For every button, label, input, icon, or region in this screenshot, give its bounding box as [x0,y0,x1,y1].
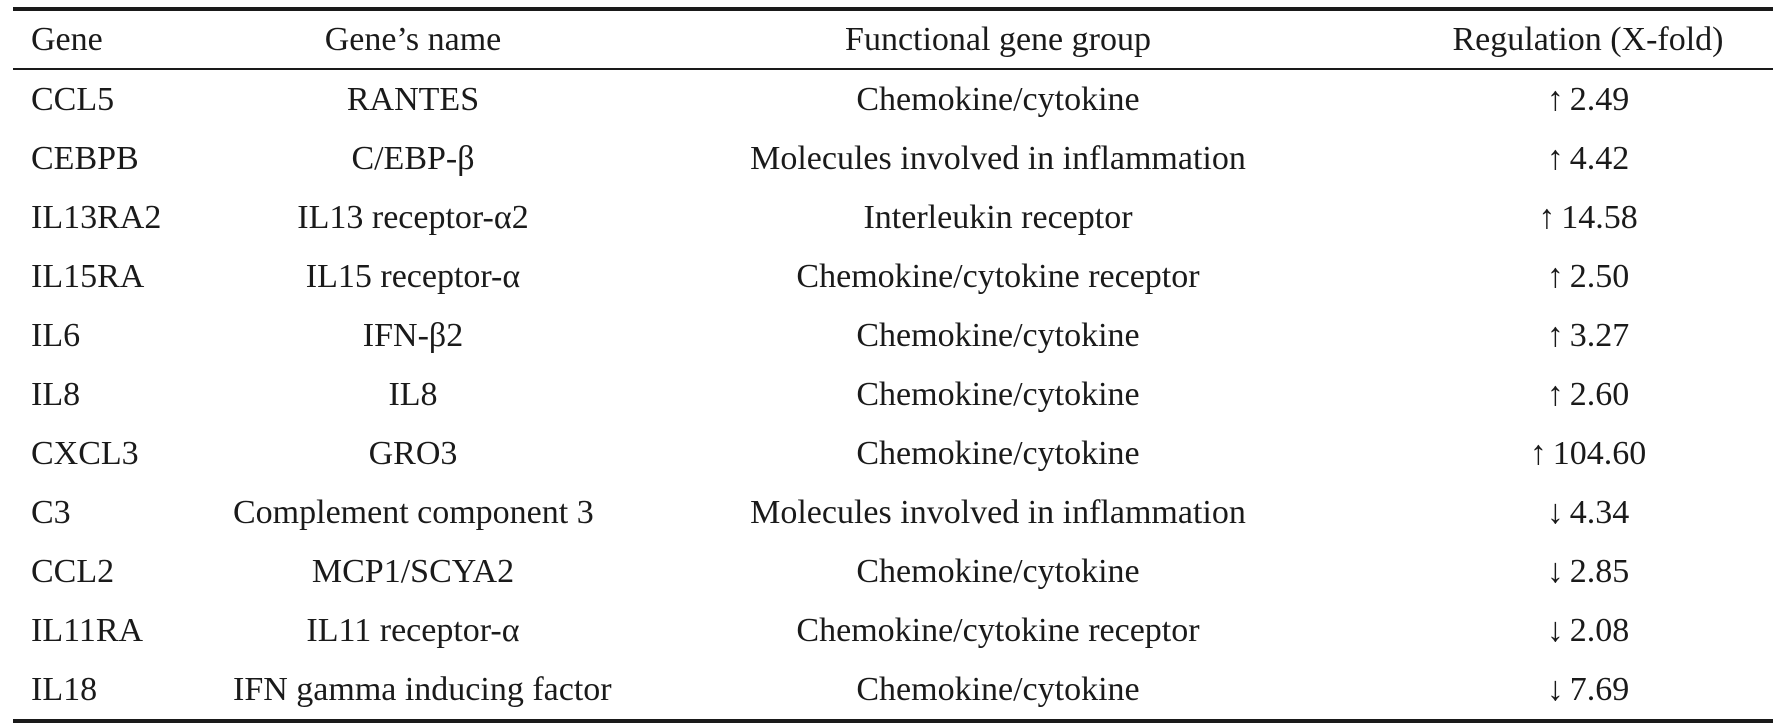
table-row-il6: IL6 IFN-β2 Chemokine/cytokine ↑3.27 [13,306,1773,365]
regulation-value: 104.60 [1552,435,1647,472]
regulation-cell: ↑2.60 [1403,365,1773,424]
regulation-arrow-icon: ↑ [1546,140,1564,177]
header-functional-group: Functional gene group [845,21,1151,58]
functional-group-cell: Chemokine/cytokine [856,376,1140,413]
regulation-arrow-icon: ↑ [1529,435,1547,472]
functional-group-cell: Chemokine/cytokine [856,81,1140,118]
regulation-cell: ↑14.58 [1403,188,1773,247]
gene-name-cell: IL8 [388,376,438,413]
gene-name-cell: IL15 receptor-α [305,258,521,295]
regulation-value: 3.27 [1569,317,1630,354]
table-row-il11ra: IL11RA IL11 receptor-α Chemokine/cytokin… [13,601,1773,660]
header-row: Gene Gene’s name Functional gene group R… [13,9,1773,69]
gene-name-cell: Complement component 3 [233,494,594,531]
gene-cell: IL11RA [31,612,144,649]
functional-group-cell: Chemokine/cytokine [856,435,1140,472]
header-gene-name: Gene’s name [324,21,502,58]
regulation-cell: ↓2.85 [1403,542,1773,601]
gene-cell: IL8 [31,376,81,413]
regulation-cell: ↑2.50 [1403,247,1773,306]
functional-group-cell: Interleukin receptor [863,199,1133,236]
gene-cell: C3 [31,494,71,531]
regulation-value: 2.49 [1569,81,1630,118]
regulation-cell: ↑2.49 [1403,69,1773,129]
functional-group-cell: Chemokine/cytokine [856,317,1140,354]
gene-cell: CXCL3 [31,435,139,472]
table-row-il18: IL18 IFN gamma inducing factor Chemokine… [13,660,1773,721]
gene-cell: CEBPB [31,140,139,177]
regulation-value: 2.50 [1569,258,1630,295]
regulation-value: 7.69 [1569,671,1630,708]
gene-name-cell: GRO3 [368,435,458,472]
functional-group-cell: Molecules involved in inflammation [750,140,1246,177]
table-row-c3: C3 Complement component 3 Molecules invo… [13,483,1773,542]
regulation-value: 4.42 [1569,140,1630,177]
table-row-cebpb: CEBPB C/EBP-β Molecules involved in infl… [13,129,1773,188]
regulation-arrow-icon: ↓ [1546,494,1564,531]
regulation-arrow-icon: ↓ [1546,612,1564,649]
regulation-cell: ↓7.69 [1403,660,1773,721]
gene-cell: IL6 [31,317,81,354]
regulation-value: 2.60 [1569,376,1630,413]
gene-name-cell: IFN-β2 [362,317,464,354]
regulation-value: 14.58 [1561,199,1638,236]
regulation-cell: ↓2.08 [1403,601,1773,660]
gene-cell: IL18 [31,671,98,708]
gene-cell: CCL2 [31,553,115,590]
regulation-cell: ↑3.27 [1403,306,1773,365]
functional-group-cell: Chemokine/cytokine receptor [796,612,1200,649]
gene-cell: IL13RA2 [31,199,162,236]
regulation-arrow-icon: ↑ [1546,317,1564,354]
table-row-il8: IL8 IL8 Chemokine/cytokine ↑2.60 [13,365,1773,424]
table-header: Gene Gene’s name Functional gene group R… [13,9,1773,69]
table-row-il15ra: IL15RA IL15 receptor-α Chemokine/cytokin… [13,247,1773,306]
functional-group-cell: Chemokine/cytokine [856,553,1140,590]
table-row-ccl5: CCL5 RANTES Chemokine/cytokine ↑2.49 [13,69,1773,129]
regulation-arrow-icon: ↑ [1546,376,1564,413]
regulation-arrow-icon: ↑ [1538,199,1556,236]
regulation-cell: ↑104.60 [1403,424,1773,483]
table-row-ccl2: CCL2 MCP1/SCYA2 Chemokine/cytokine ↓2.85 [13,542,1773,601]
table-row-il13ra2: IL13RA2 IL13 receptor-α2 Interleukin rec… [13,188,1773,247]
gene-name-cell: IFN gamma inducing factor [233,671,612,708]
gene-name-cell: IL11 receptor-α [306,612,520,649]
regulation-arrow-icon: ↑ [1546,81,1564,118]
regulation-value: 2.85 [1569,553,1630,590]
header-regulation: Regulation (X-fold) [1452,21,1724,58]
functional-group-cell: Chemokine/cytokine [856,671,1140,708]
regulation-value: 4.34 [1569,494,1630,531]
regulation-value: 2.08 [1569,612,1630,649]
gene-regulation-table: Gene Gene’s name Functional gene group R… [13,7,1773,723]
gene-name-cell: C/EBP-β [351,140,475,177]
regulation-cell: ↓4.34 [1403,483,1773,542]
regulation-arrow-icon: ↑ [1546,258,1564,295]
gene-cell: CCL5 [31,81,115,118]
gene-name-cell: RANTES [346,81,480,118]
gene-name-cell: MCP1/SCYA2 [311,553,515,590]
gene-regulation-table-container: Gene Gene’s name Functional gene group R… [13,7,1773,723]
header-gene: Gene [31,21,103,58]
functional-group-cell: Chemokine/cytokine receptor [796,258,1200,295]
regulation-arrow-icon: ↓ [1546,671,1564,708]
regulation-arrow-icon: ↓ [1546,553,1564,590]
gene-cell: IL15RA [31,258,145,295]
table-row-cxcl3: CXCL3 GRO3 Chemokine/cytokine ↑104.60 [13,424,1773,483]
table-body: CCL5 RANTES Chemokine/cytokine ↑2.49 CEB… [13,69,1773,721]
gene-name-cell: IL13 receptor-α2 [297,199,529,236]
regulation-cell: ↑4.42 [1403,129,1773,188]
functional-group-cell: Molecules involved in inflammation [750,494,1246,531]
